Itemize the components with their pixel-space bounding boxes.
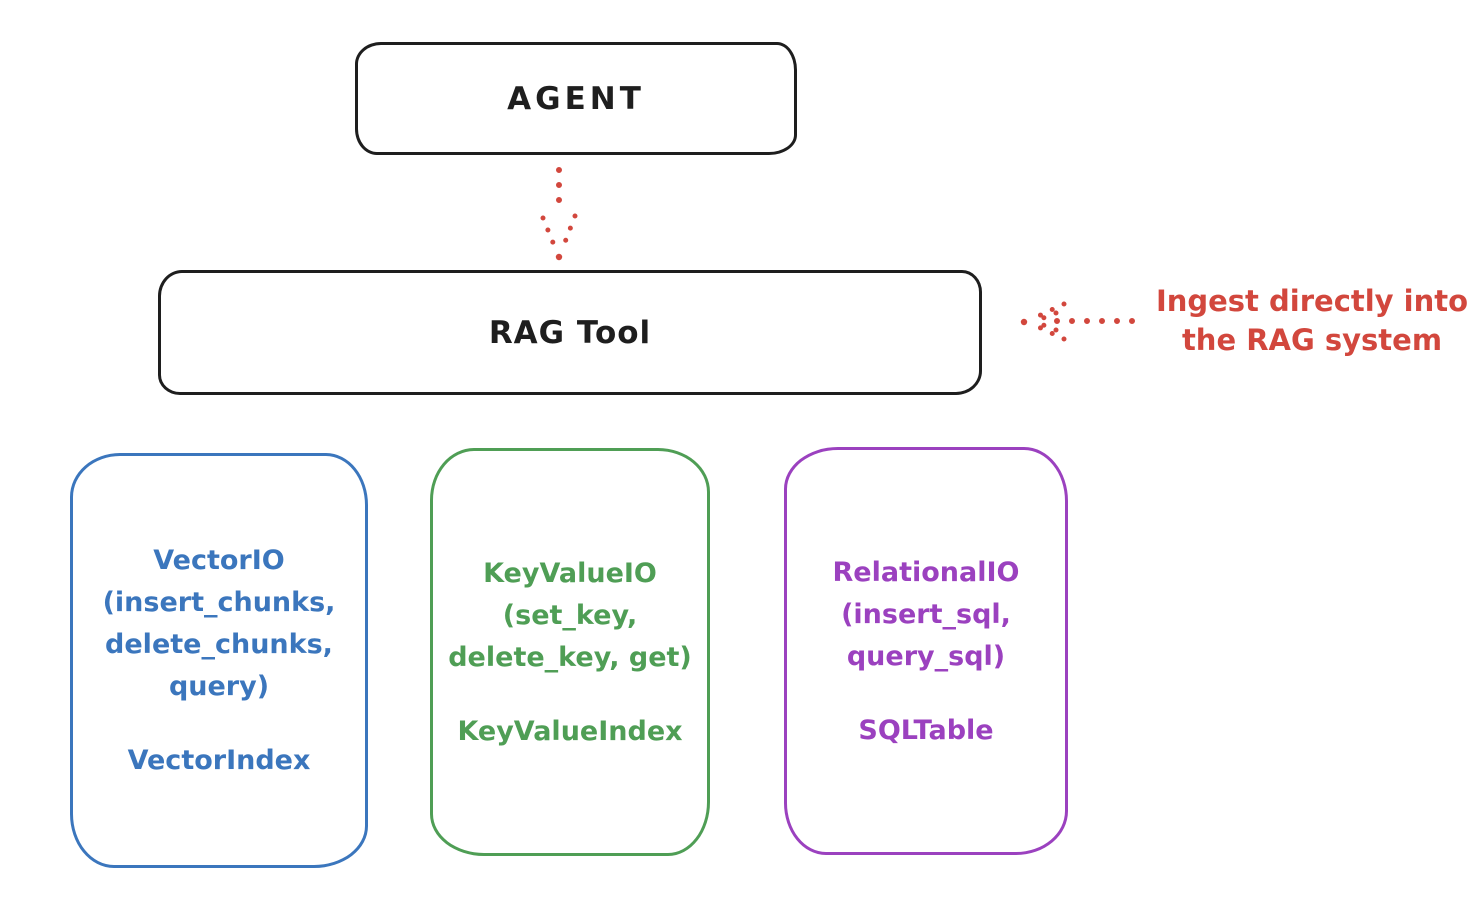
agent-to-rag-arrow <box>540 167 578 261</box>
relational-io-title: RelationalIO <box>832 557 1020 588</box>
relational-io-methods-line2: query_sql) <box>846 641 1006 672</box>
arrow-head-inner-top <box>1035 310 1059 323</box>
keyvalue-io-card: KeyValueIO (set_key, delete_key, get) Ke… <box>430 448 710 856</box>
sql-table-label: SQLTable <box>858 715 994 746</box>
ingest-to-rag-arrow <box>1020 301 1135 342</box>
ingest-annotation-line2: the RAG system <box>1181 323 1443 357</box>
ingest-annotation: Ingest directly into the RAG system <box>1140 282 1484 360</box>
vector-io-title: VectorIO <box>153 545 285 576</box>
vector-io-methods-line3: query) <box>168 671 270 702</box>
relational-io-card: RelationalIO (insert_sql, query_sql) SQL… <box>784 447 1068 855</box>
arrow-head-bottom <box>1027 320 1067 342</box>
arrow-tip-dot <box>555 253 563 261</box>
keyvalue-io-methods-line1: (set_key, <box>502 600 638 631</box>
vector-io-methods-line2: delete_chunks, <box>105 629 333 660</box>
vector-io-methods-line1: (insert_chunks, <box>102 587 336 618</box>
rag-tool-node: RAG Tool <box>158 270 982 395</box>
arrow-head-left <box>540 215 559 253</box>
arrow-tip-dot <box>1020 318 1028 326</box>
arrow-head-top <box>1027 301 1067 323</box>
agent-node: AGENT <box>355 42 797 155</box>
vector-index-label: VectorIndex <box>127 745 311 776</box>
agent-label: AGENT <box>507 80 645 117</box>
rag-tool-label: RAG Tool <box>488 314 652 351</box>
keyvalue-io-title: KeyValueIO <box>483 558 657 589</box>
ingest-annotation-line1: Ingest directly into <box>1155 284 1469 318</box>
keyvalue-index-label: KeyValueIndex <box>457 716 683 747</box>
keyvalue-io-methods-line2: delete_key, get) <box>448 642 692 673</box>
relational-io-methods-line1: (insert_sql, <box>841 599 1011 630</box>
arrow-head-inner-bottom <box>1035 320 1059 333</box>
vector-io-card: VectorIO (insert_chunks, delete_chunks, … <box>70 453 368 868</box>
arrow-head-right <box>559 213 578 253</box>
